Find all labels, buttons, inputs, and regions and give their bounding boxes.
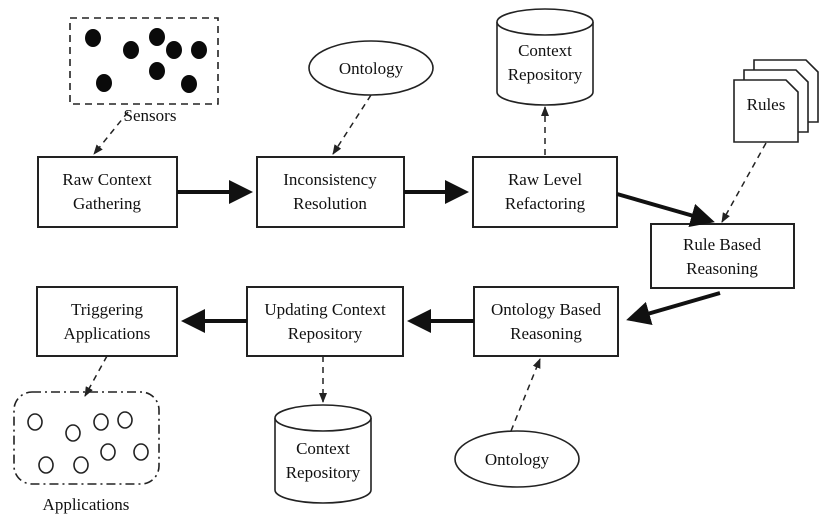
context-repository-top-line2: Repository [508,65,583,84]
ontology-top-label: Ontology [339,59,404,78]
raw-context-gathering-line2: Gathering [73,194,141,213]
rule-based-reasoning-line1: Rule Based [683,235,761,254]
sensors-node: Sensors [69,17,219,125]
dashed-arrow-ontology-to-ontology-reasoning [510,358,541,432]
triggering-applications-line1: Triggering [71,300,144,319]
sensor-dots [85,28,207,93]
rule-based-reasoning-node: Rule Based Reasoning [650,223,795,289]
rules-label: Rules [747,95,786,114]
updating-context-repository-line1: Updating Context [264,300,386,319]
raw-level-refactoring-line1: Raw Level [508,170,582,189]
ontology-bottom-node: Ontology [454,430,580,488]
dashed-arrow-ontology-to-inconsistency [332,94,372,155]
raw-level-refactoring-line2: Refactoring [505,194,586,213]
inconsistency-resolution-line2: Resolution [293,194,367,213]
flow-arrow-refactoring-to-rule-reasoning [616,192,715,228]
dashed-arrow-triggering-to-applications [84,355,108,397]
application-circles [27,411,149,474]
updating-context-repository-line2: Repository [288,324,363,343]
applications-label: Applications [43,495,130,514]
context-repository-bottom-node: Context Repository [274,404,372,504]
triggering-applications-node: Triggering Applications [36,286,178,357]
context-repository-bottom-line2: Repository [286,463,361,482]
raw-context-gathering-node: Raw Context Gathering [37,156,178,228]
ontology-based-reasoning-node: Ontology Based Reasoning [473,286,619,357]
raw-level-refactoring-node: Raw Level Refactoring [472,156,618,228]
rule-based-reasoning-line2: Reasoning [686,259,758,278]
context-repository-top-line1: Context [518,41,572,60]
flow-arrow-rule-reasoning-to-ontology-reasoning [626,291,721,325]
dashed-arrow-rules-to-rule-reasoning [721,142,767,223]
ontology-top-node: Ontology [308,40,434,96]
applications-node: Applications [13,391,160,514]
inconsistency-resolution-node: Inconsistency Resolution [256,156,405,228]
inconsistency-resolution-line1: Inconsistency [283,170,377,189]
triggering-applications-line2: Applications [64,324,151,343]
rules-node: Rules [733,59,819,143]
ontology-based-reasoning-line1: Ontology Based [491,300,602,319]
context-repository-top-node: Context Repository [496,8,594,106]
updating-context-repository-node: Updating Context Repository [246,286,404,357]
ontology-bottom-label: Ontology [485,450,550,469]
ontology-based-reasoning-line2: Reasoning [510,324,582,343]
dashed-arrow-sensors-to-gathering [93,111,129,155]
context-repository-bottom-line1: Context [296,439,350,458]
raw-context-gathering-line1: Raw Context [62,170,152,189]
sensors-label: Sensors [124,106,177,125]
